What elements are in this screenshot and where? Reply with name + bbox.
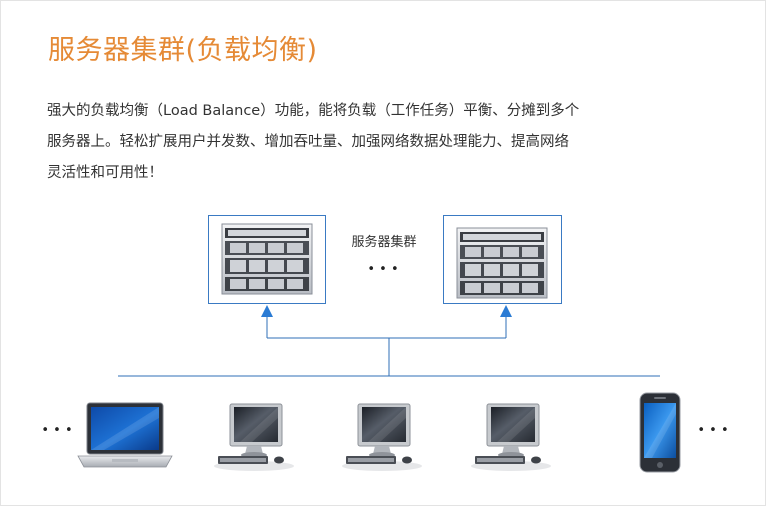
clients-ellipsis-right: • • • [697, 423, 728, 438]
cluster-label: 服务器集群 [351, 234, 416, 250]
cluster-ellipsis: • • • [367, 262, 398, 277]
rack-server-icon [456, 227, 548, 299]
page-title: 服务器集群(负载均衡) [48, 35, 318, 66]
server-1 [208, 215, 326, 304]
server-2 [443, 215, 562, 304]
laptop-client [77, 402, 173, 468]
laptop-icon [77, 402, 173, 468]
description-line-1: 强大的负载均衡（Load Balance）功能，能将负载（工作任务）平衡、分摊到… [47, 103, 580, 119]
mobile-phone-icon [639, 392, 681, 473]
desktop-client-3 [470, 403, 552, 472]
description: 强大的负载均衡（Load Balance）功能，能将负载（工作任务）平衡、分摊到… [47, 96, 667, 189]
description-line-2: 服务器上。轻松扩展用户并发数、增加吞吐量、加强网络数据处理能力、提高网络 [47, 134, 569, 150]
arrow-to-server-2 [500, 305, 512, 317]
desktop-client-2 [341, 403, 423, 472]
arrow-to-server-1 [261, 305, 273, 317]
phone-client [639, 392, 681, 473]
description-line-3: 灵活性和可用性！ [47, 165, 163, 181]
network-lines [118, 314, 660, 377]
clients-ellipsis-left: • • • [41, 423, 72, 438]
rack-server-icon [221, 223, 313, 295]
desktop-client-1 [213, 403, 295, 472]
